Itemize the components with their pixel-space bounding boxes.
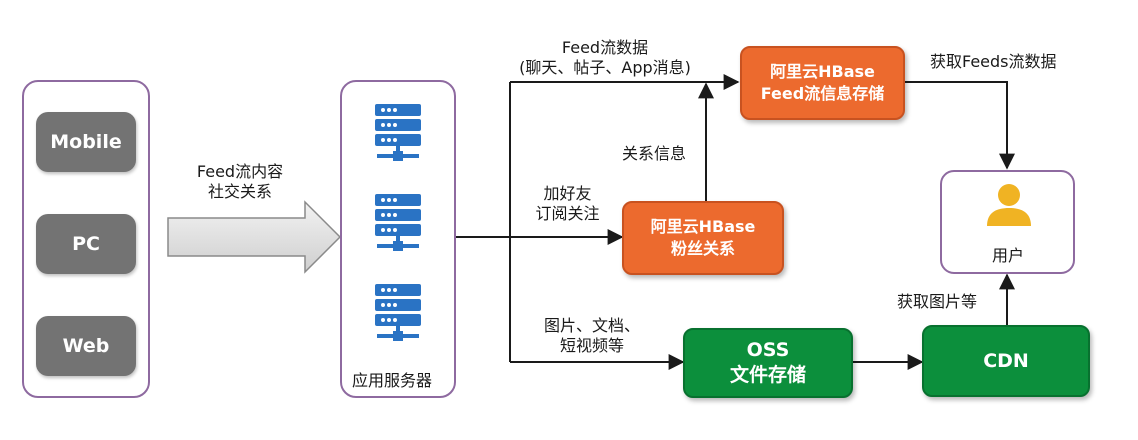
node-oss-line2: 文件存储 [729, 364, 806, 386]
node-hbase-fans-line2: 粉丝关系 [670, 239, 735, 258]
label-media-line2: 短视频等 [559, 336, 624, 355]
label-fetch-images: 获取图片等 [897, 292, 978, 311]
user-label: 用户 [992, 246, 1025, 265]
client-pc[interactable]: PC [36, 214, 136, 274]
node-hbase-feed-line2: Feed流信息存储 [760, 84, 885, 103]
user-box[interactable]: 用户 [940, 170, 1075, 274]
node-cdn-label: CDN [983, 349, 1029, 372]
input-label: Feed流内容 社交关系 [180, 162, 300, 202]
user-icon [987, 184, 1031, 226]
input-label-line2: 社交关系 [207, 182, 272, 201]
client-mobile[interactable]: Mobile [36, 112, 136, 172]
label-media-line1: 图片、文档、 [543, 316, 640, 335]
label-add-friend-line1: 加好友 [543, 184, 592, 203]
node-oss-line1: OSS [746, 339, 790, 361]
server-icon [375, 104, 421, 161]
label-add-friend-line2: 订阅关注 [535, 204, 600, 223]
label-fetch-feeds: 获取Feeds流数据 [930, 52, 1057, 71]
server-group-caption: 应用服务器 [352, 371, 433, 390]
label-add-friend: 加好友 订阅关注 [525, 184, 610, 224]
label-feed-data-line2: (聊天、帖子、App消息) [519, 58, 691, 77]
node-cdn[interactable]: CDN [922, 325, 1090, 397]
client-web[interactable]: Web [36, 316, 136, 376]
label-feed-data: Feed流数据 (聊天、帖子、App消息) [490, 38, 720, 78]
server-icon [375, 284, 421, 341]
node-hbase-fans-line1: 阿里云HBase [650, 217, 756, 236]
node-hbase-fans[interactable]: 阿里云HBase 粉丝关系 [622, 201, 784, 275]
server-icon [375, 194, 421, 251]
input-label-line1: Feed流内容 [196, 162, 284, 181]
server-group: 应用服务器 [340, 80, 456, 398]
label-relation-info: 关系信息 [622, 144, 687, 163]
label-media: 图片、文档、 短视频等 [532, 316, 652, 356]
connector-feed-to-user [905, 81, 1015, 170]
node-hbase-feed-line1: 阿里云HBase [770, 62, 875, 81]
input-arrow [167, 200, 342, 274]
label-feed-data-line1: Feed流数据 [561, 38, 649, 57]
client-group: Mobile PC Web [22, 80, 150, 398]
node-hbase-feed[interactable]: 阿里云HBase Feed流信息存储 [740, 46, 905, 120]
node-oss[interactable]: OSS 文件存储 [683, 328, 853, 398]
